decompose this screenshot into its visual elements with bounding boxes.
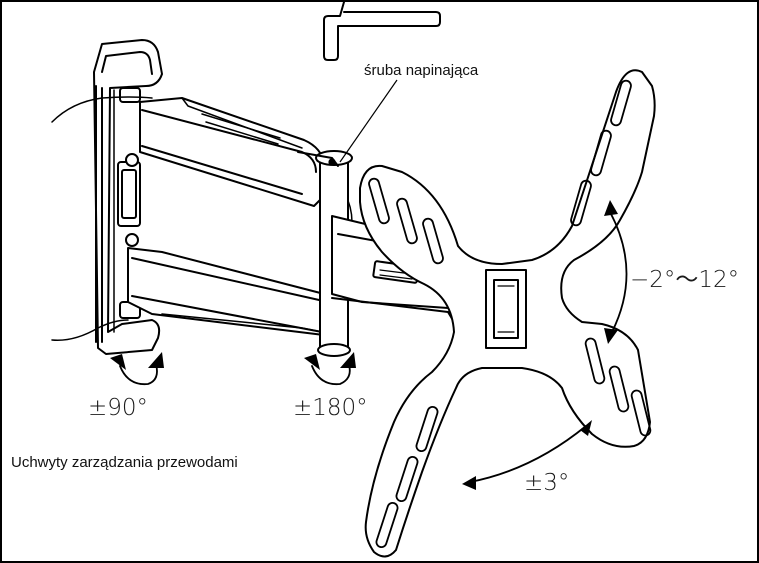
upper-arm	[139, 97, 325, 207]
leveling-angle-label: ±3°	[524, 470, 570, 496]
tension-screw-leader	[339, 79, 398, 163]
lower-arm	[127, 247, 347, 337]
hex-key-icon	[323, 2, 441, 61]
cable-management-label: Uchwyty zarządzania przewodami	[11, 454, 238, 471]
level-arrow-icon	[469, 425, 587, 483]
tilt-arrow-icon	[609, 211, 628, 333]
wall-plate	[93, 39, 163, 355]
tension-screw-label: śruba napinająca	[364, 62, 479, 79]
tilt-range-label: −2°～12°	[630, 267, 740, 293]
vesa-slots	[368, 79, 652, 549]
vesa-plate	[359, 69, 656, 558]
rotation-angle-label: ±180°	[293, 395, 368, 421]
swivel-angle-label: ±90°	[88, 395, 149, 421]
swivel-arrow-icon	[119, 363, 158, 386]
rotate-arrow-icon	[311, 361, 351, 386]
